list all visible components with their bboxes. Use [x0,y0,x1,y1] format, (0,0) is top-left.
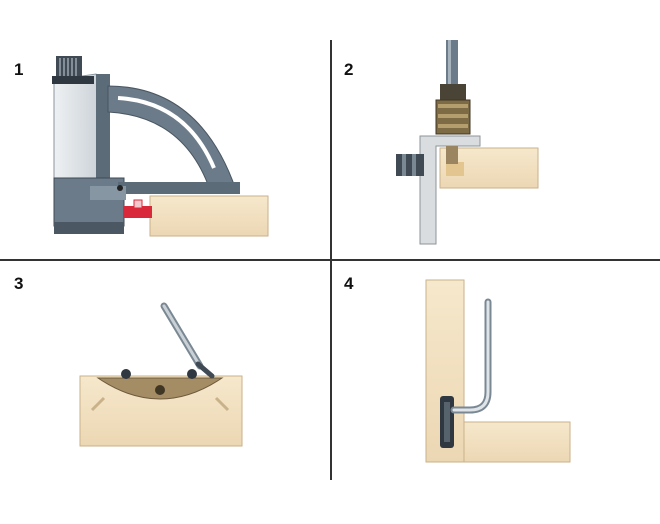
panel-2-side-knob [396,154,424,176]
panel-1-base-plate [118,182,240,194]
panel-2-chuck [440,84,466,102]
step-number-3: 3 [14,274,24,293]
horizontal-divider [0,259,660,261]
panel-1-red-marker [124,206,152,218]
panel-1-board [149,195,269,237]
step-number-1: 1 [14,60,24,79]
panel-3-center-bolt [155,385,165,395]
panel-3-illustration [79,302,243,447]
panel-1-illustration [52,56,269,237]
panel-4-illustration [425,279,571,463]
panel-1-base-fence [53,177,125,227]
panel-4-horizontal-board [463,421,571,463]
step-number-2: 2 [344,60,354,79]
panel-2-illustration [396,40,539,245]
panel-2-drill-shaft [446,40,458,86]
step-number-4: 4 [344,274,354,293]
panel-1-blade-guard [107,85,237,191]
panel-2-jig-bracket [419,135,481,245]
panel-1-column [96,74,110,178]
panel-1-motor-housing [53,73,103,179]
